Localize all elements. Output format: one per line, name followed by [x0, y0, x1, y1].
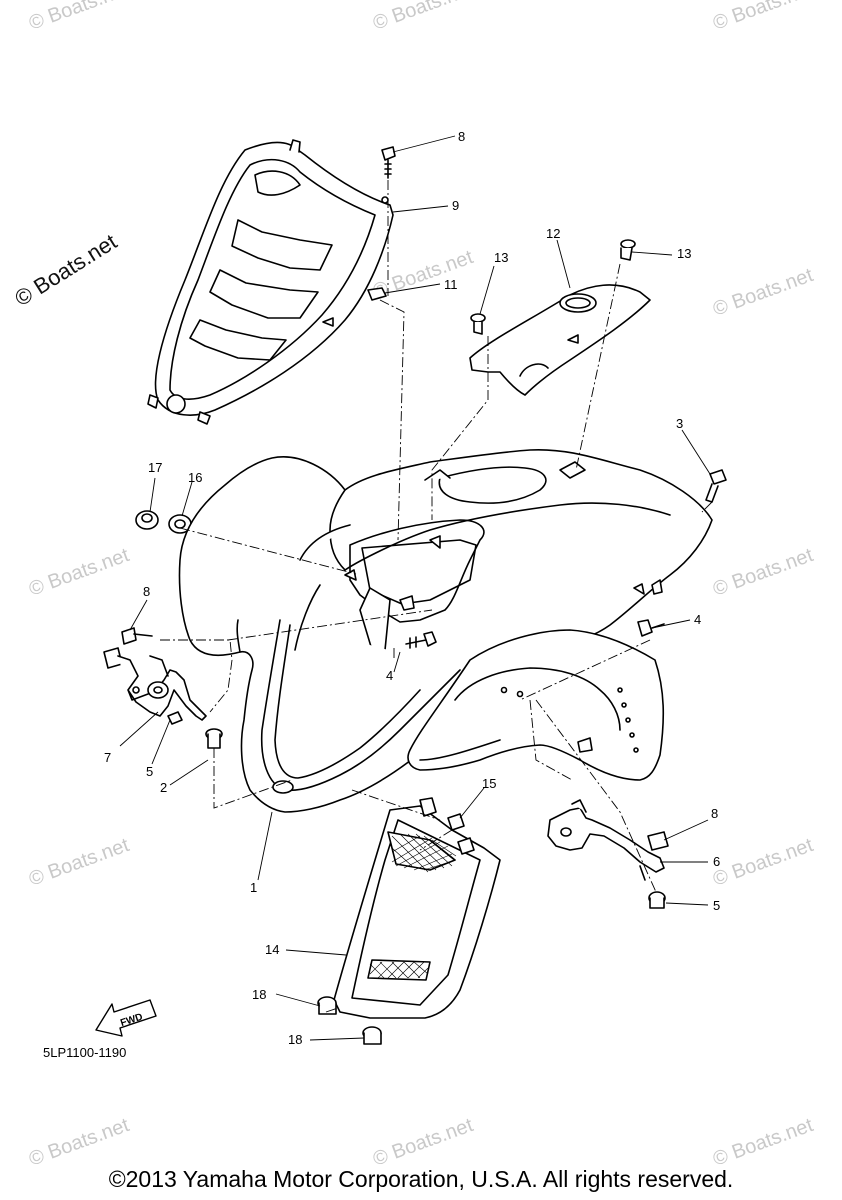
bolt-part-8: [121, 627, 153, 645]
callout-8: 8: [143, 584, 150, 599]
bolt-part-2: [205, 728, 223, 749]
nut-part-17: [135, 510, 159, 530]
bracket-part-7: [103, 647, 207, 721]
callout-18: 18: [288, 1032, 302, 1047]
callout-16: 16: [188, 470, 202, 485]
bolt-part-8: [647, 831, 669, 851]
front-top-cover-part: [147, 139, 394, 425]
right-fender-part: [407, 629, 665, 781]
grille-part-14: [333, 797, 501, 1019]
callout-3: 3: [676, 416, 683, 431]
rivet-part-13: [470, 313, 486, 335]
assembly-lines: [160, 180, 713, 1013]
callout-13: 13: [677, 246, 691, 261]
nut-part-18: [362, 1026, 382, 1045]
screw-part-10: [381, 146, 396, 179]
callout-8: 8: [711, 806, 718, 821]
grille-mesh: [369, 833, 457, 979]
callout-6: 6: [713, 854, 720, 869]
callout-18: 18: [252, 987, 266, 1002]
callout-13: 13: [494, 250, 508, 265]
callout-12: 12: [546, 226, 560, 241]
callout-1: 1: [250, 880, 257, 895]
nut-part-18: [317, 996, 337, 1015]
callout-10: 8: [458, 129, 465, 144]
callout-7: 7: [104, 750, 111, 765]
nut-part-5: [167, 711, 183, 725]
callout-5: 5: [713, 898, 720, 913]
clip-nut-part-11: [367, 287, 387, 301]
callout-4: 4: [386, 668, 393, 683]
callout-2: 2: [160, 780, 167, 795]
callout-9: 9: [452, 198, 459, 213]
screw-part-4: [637, 619, 665, 637]
leader-lines: [119, 135, 711, 1041]
callout-17: 17: [148, 460, 162, 475]
callout-14: 14: [265, 942, 279, 957]
screw-part-4: [405, 631, 437, 649]
copyright-footer: ©2013 Yamaha Motor Corporation, U.S.A. A…: [108, 1166, 734, 1192]
callout-labels: 8 9 11 12 13 13 3 17 16 8 4 4 7 5 2 1 15…: [104, 129, 720, 1047]
callout-4: 4: [694, 612, 701, 627]
bracket-part-6: [547, 799, 665, 881]
nut-part-5: [648, 891, 666, 909]
callout-11: 11: [444, 277, 458, 292]
callout-5: 5: [146, 764, 153, 779]
front-fender-part: [178, 448, 713, 813]
fwd-arrow-icon: FWD: [95, 999, 157, 1037]
diagram-code: 5LP1100-1190: [43, 1045, 127, 1060]
callout-15: 15: [482, 776, 496, 791]
top-panel-part: [469, 284, 651, 396]
screw-part-3: [705, 469, 727, 503]
rivet-part-13: [620, 239, 636, 261]
